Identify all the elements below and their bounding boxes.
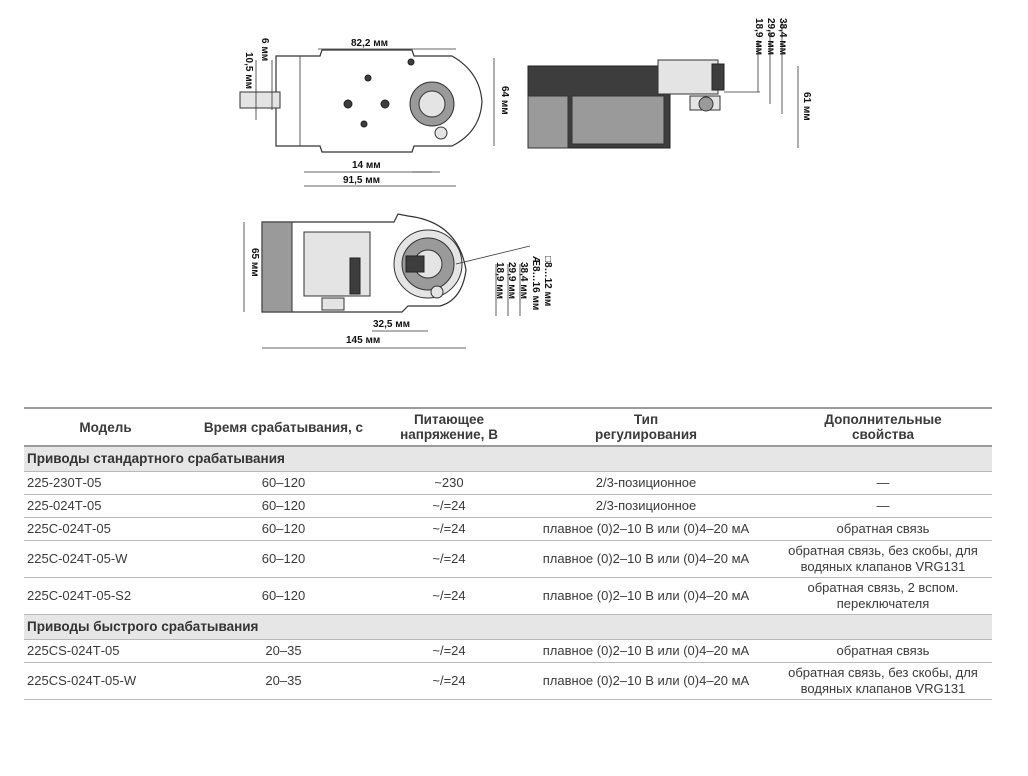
cell-type: плавное (0)2–10 В или (0)4–20 мА bbox=[518, 577, 774, 615]
dim-front-e: 18,9 мм bbox=[494, 262, 505, 299]
cell-time: 60–120 bbox=[187, 577, 380, 615]
table-row: 225-024Т-05 60–120 ~/=24 2/3-позиционное… bbox=[24, 494, 992, 518]
header-time: Время срабатывания, с bbox=[203, 419, 364, 435]
dim-top-width: 82,2 мм bbox=[351, 38, 388, 49]
table-row: 225СS-024Т-05-W 20–35 ~/=24 плавное (0)2… bbox=[24, 662, 992, 700]
cell-model: 225-024Т-05 bbox=[24, 494, 187, 518]
cell-voltage: ~230 bbox=[380, 471, 518, 495]
cell-type: 2/3-позиционное bbox=[518, 471, 774, 495]
cell-time: 60–120 bbox=[187, 517, 380, 541]
dim-side-c: 18,9 мм bbox=[753, 18, 764, 55]
dim-front-d: 29,9 мм bbox=[506, 262, 517, 299]
group-row: Приводы стандартного срабатывания bbox=[24, 446, 992, 472]
dim-front-c: 38,4 мм bbox=[518, 262, 529, 299]
cell-voltage: ~/=24 bbox=[380, 577, 518, 615]
cell-type: 2/3-позиционное bbox=[518, 494, 774, 518]
cell-model: 225СS-024Т-05 bbox=[24, 639, 187, 663]
dim-front-bottom-a: 32,5 мм bbox=[373, 319, 410, 330]
dim-top-left-a: 10,5 мм bbox=[243, 52, 254, 89]
dim-top-bottom-a: 14 мм bbox=[352, 160, 381, 171]
top-view-drawing bbox=[239, 48, 495, 187]
table-row: 225С-024Т-05 60–120 ~/=24 плавное (0)2–1… bbox=[24, 517, 992, 541]
dim-front-height: 65 мм bbox=[249, 248, 260, 277]
cell-voltage: ~/=24 bbox=[380, 517, 518, 541]
dim-front-shaft-b: Æ8…16 мм bbox=[530, 256, 541, 310]
cell-voltage: ~/=24 bbox=[380, 540, 518, 578]
dim-top-left-b: 6 мм bbox=[259, 38, 270, 61]
cell-extra: — bbox=[774, 471, 992, 495]
group-title: Приводы быстрого срабатывания bbox=[24, 614, 992, 640]
cell-time: 20–35 bbox=[187, 662, 380, 700]
side-view-drawing bbox=[527, 22, 799, 149]
group-title: Приводы стандартного срабатывания bbox=[24, 446, 992, 472]
group-row: Приводы быстрого срабатывания bbox=[24, 614, 992, 640]
cell-time: 60–120 bbox=[187, 494, 380, 518]
dim-side-b: 29,9 мм bbox=[765, 18, 776, 55]
technical-drawings: 82,2 мм 10,5 мм 6 мм 64 мм 14 мм 91,5 мм… bbox=[239, 18, 812, 349]
table-row: 225СS-024Т-05 20–35 ~/=24 плавное (0)2–1… bbox=[24, 639, 992, 663]
cell-time: 20–35 bbox=[187, 639, 380, 663]
cell-model: 225-230Т-05 bbox=[24, 471, 187, 495]
front-view-drawing bbox=[243, 213, 531, 349]
cell-type: плавное (0)2–10 В или (0)4–20 мА bbox=[518, 639, 774, 663]
cell-extra: — bbox=[774, 494, 992, 518]
cell-time: 60–120 bbox=[187, 540, 380, 578]
cell-voltage: ~/=24 bbox=[380, 639, 518, 663]
table-row: 225С-024Т-05-W 60–120 ~/=24 плавное (0)2… bbox=[24, 540, 992, 578]
cell-type: плавное (0)2–10 В или (0)4–20 мА bbox=[518, 517, 774, 541]
cell-extra: обратная связь, 2 вспом.переключателя bbox=[774, 577, 992, 615]
dim-front-bottom-b: 145 мм bbox=[346, 335, 380, 346]
table-row: 225С-024Т-05-S2 60–120 ~/=24 плавное (0)… bbox=[24, 577, 992, 615]
cell-voltage: ~/=24 bbox=[380, 662, 518, 700]
dim-top-bottom-b: 91,5 мм bbox=[343, 175, 380, 186]
cell-type: плавное (0)2–10 В или (0)4–20 мА bbox=[518, 540, 774, 578]
dim-side-a: 38,4 мм bbox=[777, 18, 788, 55]
cell-model: 225С-024Т-05-W bbox=[24, 540, 187, 578]
dim-top-height: 64 мм bbox=[499, 86, 510, 115]
cell-voltage: ~/=24 bbox=[380, 494, 518, 518]
cell-extra: обратная связь bbox=[774, 639, 992, 663]
table-row: 225-230Т-05 60–120 ~230 2/3-позиционное … bbox=[24, 471, 992, 495]
dim-front-shaft-a: □8…12 мм bbox=[542, 256, 553, 306]
dim-side-height: 61 мм bbox=[801, 92, 812, 121]
cell-model: 225С-024Т-05-S2 bbox=[24, 577, 187, 615]
cell-type: плавное (0)2–10 В или (0)4–20 мА bbox=[518, 662, 774, 700]
cell-model: 225С-024Т-05 bbox=[24, 517, 187, 541]
cell-extra: обратная связь bbox=[774, 517, 992, 541]
cell-time: 60–120 bbox=[187, 471, 380, 495]
cell-model: 225СS-024Т-05-W bbox=[24, 662, 187, 700]
header-model: Модель bbox=[79, 419, 132, 435]
